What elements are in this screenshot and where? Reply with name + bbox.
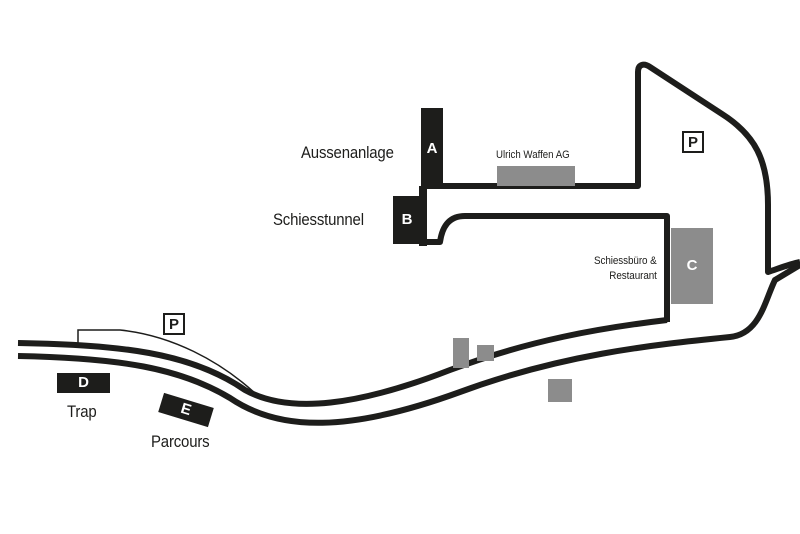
zone-c-block[interactable]: [671, 228, 713, 304]
zone-b-label: Schiesstunnel: [273, 210, 364, 229]
campus-outline: [421, 61, 800, 322]
road-edge-lower: [17, 262, 800, 426]
small-building-2: [477, 345, 494, 361]
zone-d-block[interactable]: [57, 373, 110, 393]
zone-c-label-line1: Schiessbüro &: [594, 255, 657, 267]
zone-c-letter: C: [686, 257, 698, 274]
ulrich-waffen-label: Ulrich Waffen AG: [496, 149, 570, 161]
small-building-1: [453, 338, 469, 368]
zone-a-block[interactable]: [421, 108, 443, 188]
small-building-3: [548, 379, 572, 402]
zone-b-block[interactable]: [393, 196, 421, 244]
zone-e-label: Parcours: [151, 432, 210, 451]
zone-e-block[interactable]: [158, 392, 214, 428]
building-ulrich-waffen[interactable]: [497, 166, 575, 186]
road-edge-upper: [17, 317, 668, 407]
parking-icon-upper: P: [682, 131, 704, 153]
zone-d-label: Trap: [67, 402, 97, 421]
zone-c-label-line2: Restaurant: [609, 270, 657, 282]
zone-a-label: Aussenanlage: [301, 143, 394, 162]
zone-d-letter: D: [78, 374, 89, 391]
zone-b-letter: B: [401, 211, 413, 228]
zone-a-letter: A: [426, 140, 438, 157]
parking-outline-lower: [77, 329, 259, 397]
parking-icon-lower: P: [163, 313, 185, 335]
zone-b-connector: [419, 186, 427, 246]
